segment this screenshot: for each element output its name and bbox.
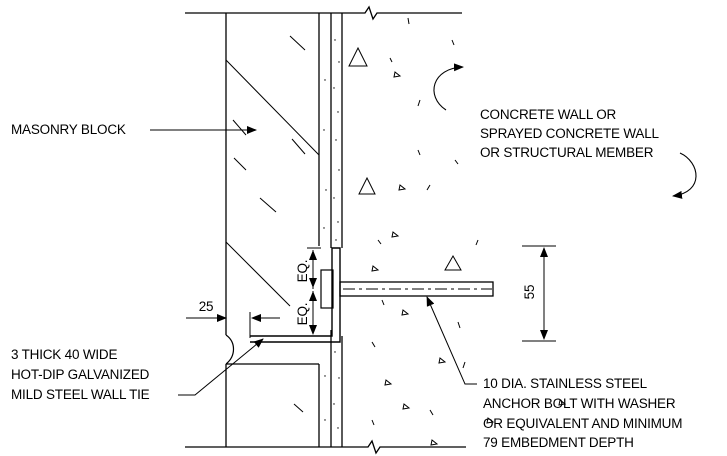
eq-top-label: EQ. (295, 260, 310, 283)
eq-bottom-label: EQ. (295, 303, 310, 326)
anchor-bolt-leader (426, 296, 477, 385)
concrete-wall-label-line-3: OR STRUCTURAL MEMBER (480, 145, 654, 160)
masonry-block (225, 13, 320, 447)
wall-tie-leader (178, 338, 264, 396)
cavity-dots (323, 39, 340, 429)
concrete-wall-label-line-1: CONCRETE WALL OR (480, 107, 617, 122)
wall-tie-label-line-1: 3 THICK 40 WIDE (11, 347, 117, 362)
bolt-spacing-value: 55 (522, 285, 537, 300)
cavity-strip (330, 13, 343, 447)
gap-value: 25 (199, 299, 214, 314)
bolt-spacing-dimension (522, 245, 556, 342)
anchor-bolt-label-line-1: 10 DIA. STAINLESS STEEL (483, 376, 648, 391)
bottom-break-line (185, 439, 466, 455)
anchor-bolt-label-line-4: 79 EMBEDMENT DEPTH (483, 435, 634, 450)
anchor-bolt-label-line-2: ANCHOR BOLT WITH WASHER (483, 396, 676, 411)
wall-tie-label-line-2: HOT-DIP GALVANIZED (11, 367, 150, 382)
masonry-block-label: MASONRY BLOCK (11, 122, 126, 137)
wall-tie (250, 247, 341, 343)
anchor-bolt-label-line-3: OR EQUIVALENT AND MINIMUM (483, 416, 682, 431)
gap-dimension (186, 312, 280, 338)
concrete-wall-curved-arrow-bottom (672, 152, 697, 199)
concrete-wall-curved-arrow-top (433, 63, 464, 111)
wall-tie-label-line-3: MILD STEEL WALL TIE (11, 387, 150, 402)
concrete-wall-hatch (348, 17, 567, 446)
masonry-hatch (225, 35, 320, 413)
mortar-bulge (225, 334, 235, 365)
top-break-line (185, 5, 462, 21)
anchor-bolt (339, 281, 494, 297)
concrete-wall-label-line-2: SPRAYED CONCRETE WALL (480, 126, 660, 141)
